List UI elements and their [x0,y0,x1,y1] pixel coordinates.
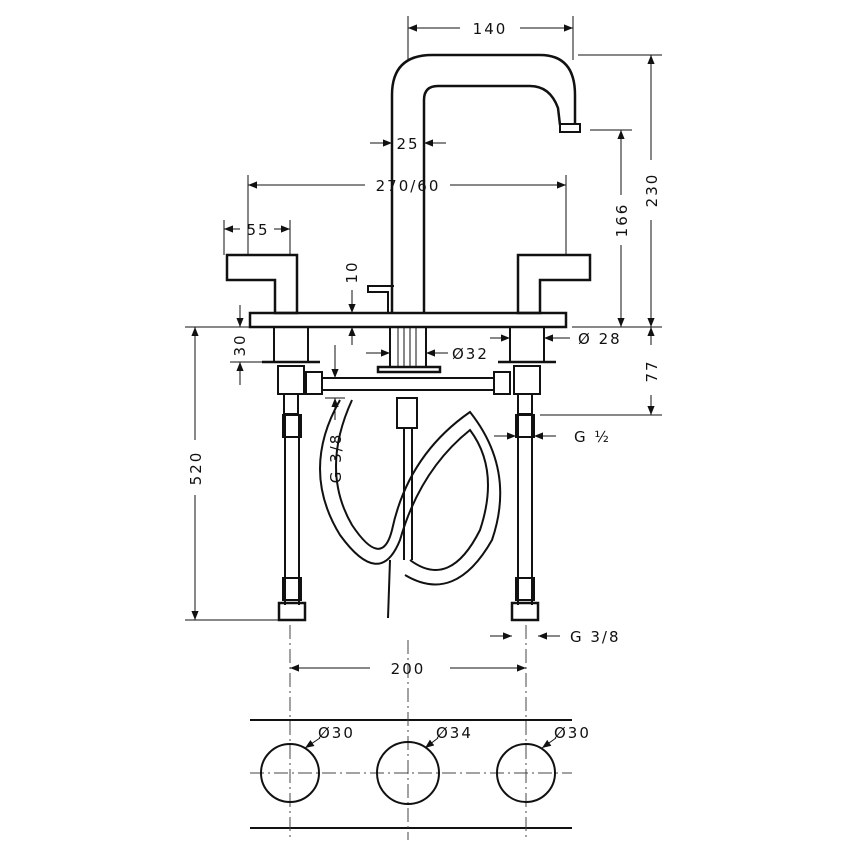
hole-right [496,743,556,803]
dimension-lines [185,16,662,672]
dim-spout-diameter: 25 [396,135,419,153]
hole-pattern [250,625,572,840]
hole-center-label: Ø34 [436,724,473,742]
deck-plate [248,311,568,329]
hose-loop [319,397,502,619]
hole-center [376,741,440,805]
left-handle [225,253,299,315]
dim-spout-height: 166 [613,203,631,238]
dim-handle-spread: 270/60 [376,177,441,195]
right-supply-hose [510,414,540,622]
aerator [559,123,581,133]
right-handle [516,253,592,315]
dim-hose-connection: G 3/8 [327,433,345,484]
dim-below-deck: 77 [643,359,661,382]
dim-spout-base-diameter: Ø32 [452,345,489,363]
dim-supply-connection: G 3/8 [570,628,621,646]
dim-shank: 30 [231,333,249,356]
right-valve [493,326,556,415]
left-valve [262,326,323,415]
dim-handle-width: 55 [246,221,269,239]
dim-hose-length: 520 [187,451,205,486]
hole-left [260,743,320,803]
hole-left-label: Ø30 [318,724,355,742]
dim-total-height: 230 [643,173,661,208]
dim-handle-diameter: Ø 28 [578,330,622,348]
dim-center-distance: 200 [391,660,426,678]
spout-shank [376,326,442,374]
dim-valve-connection: G ½ [574,428,611,446]
dim-spout-reach: 140 [473,20,508,38]
hole-right-label: Ø30 [554,724,591,742]
dim-deck-thickness: 10 [343,260,361,283]
left-supply-hose [277,414,307,622]
popup-rod [367,285,394,313]
cross-hose [322,377,494,391]
spout [390,53,581,313]
